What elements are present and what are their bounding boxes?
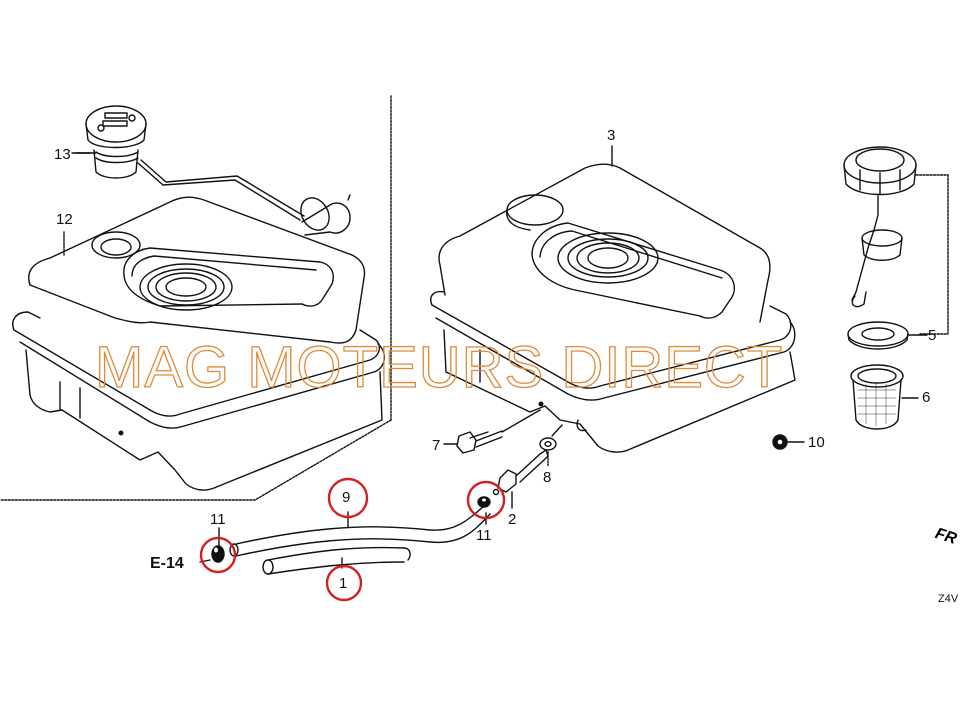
callout-12: 12 bbox=[56, 211, 73, 228]
fuel-tank-12-drawing bbox=[12, 196, 385, 491]
watermark: MAG MOTEURS DIRECT bbox=[94, 334, 784, 400]
callout-10: 10 bbox=[808, 434, 825, 451]
fuel-tube-1-drawing bbox=[262, 546, 411, 575]
fuel-gauge-13-drawing bbox=[71, 105, 351, 236]
callout-11-right: 11 bbox=[476, 527, 492, 544]
callout-9: 9 bbox=[342, 489, 351, 506]
clip-11-left-drawing bbox=[199, 527, 225, 563]
highlight-circles bbox=[199, 477, 506, 602]
callout-13: 13 bbox=[54, 146, 71, 163]
inset-frame bbox=[0, 95, 392, 501]
highlight-circle-11-right bbox=[466, 480, 506, 520]
reference-code: Z4V bbox=[938, 593, 959, 605]
cross-reference-e14: E-14 bbox=[150, 555, 184, 572]
callout-8: 8 bbox=[543, 469, 552, 486]
callout-5: 5 bbox=[928, 327, 937, 344]
nut-10-drawing bbox=[772, 434, 805, 450]
highlight-circle-9 bbox=[327, 477, 369, 519]
highlight-circle-1 bbox=[325, 564, 363, 602]
fuel-cock-2-drawing bbox=[492, 449, 549, 509]
bolt-7-drawing bbox=[443, 409, 541, 454]
callout-6: 6 bbox=[922, 389, 931, 406]
fuel-tank-3-drawing bbox=[430, 145, 796, 453]
callout-1: 1 bbox=[339, 575, 348, 592]
washer-8-drawing bbox=[539, 424, 563, 467]
callout-3: 3 bbox=[607, 127, 616, 144]
callout-11-left: 11 bbox=[210, 511, 226, 528]
filler-cap-drawing bbox=[843, 146, 949, 430]
callout-2: 2 bbox=[508, 511, 517, 528]
highlight-circle-11-left bbox=[199, 536, 237, 574]
fuel-tube-9-drawing bbox=[229, 505, 491, 557]
callout-7: 7 bbox=[432, 437, 441, 454]
